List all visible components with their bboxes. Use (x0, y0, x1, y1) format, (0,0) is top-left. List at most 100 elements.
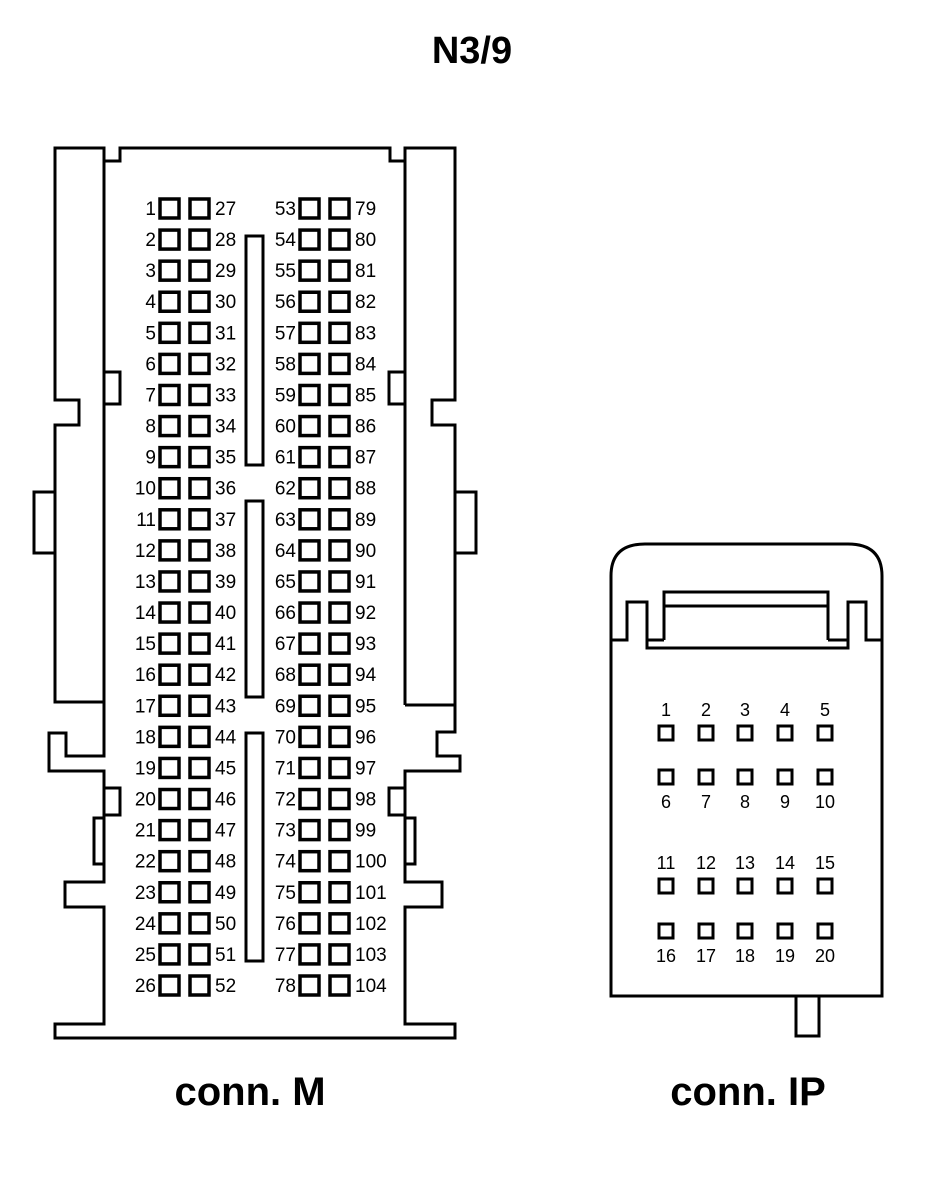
pin-ip-20 (816, 922, 834, 940)
pin-m-95 (328, 694, 351, 718)
pin-m-label-29: 29 (215, 261, 236, 282)
pin-m-60 (298, 414, 321, 438)
pin-ip-label-3: 3 (740, 700, 750, 720)
pin-m-103 (328, 943, 351, 966)
pin-m-label-56: 56 (275, 292, 296, 313)
pin-m-label-101: 101 (355, 883, 387, 904)
pin-m-label-17: 17 (135, 696, 156, 717)
connector-m-left-tab-upper (104, 370, 122, 406)
pin-m-label-60: 60 (275, 417, 296, 438)
pin-m-10 (158, 476, 181, 500)
pin-m-label-69: 69 (275, 696, 296, 717)
pin-m-label-94: 94 (355, 665, 377, 686)
pin-m-label-78: 78 (275, 976, 296, 997)
pin-m-85 (328, 383, 351, 407)
pin-m-label-18: 18 (135, 727, 156, 748)
pin-m-2 (158, 228, 181, 251)
pin-ip-label-15: 15 (815, 853, 835, 873)
pin-m-45 (188, 756, 211, 780)
pin-m-label-4: 4 (145, 292, 156, 313)
pin-m-26 (158, 974, 181, 997)
pin-m-49 (188, 881, 211, 904)
pin-m-label-80: 80 (355, 230, 376, 251)
pin-m-label-50: 50 (215, 914, 236, 935)
pin-m-77 (298, 943, 321, 966)
pin-m-22 (158, 849, 181, 873)
pin-ip-label-8: 8 (740, 792, 750, 812)
pin-m-label-59: 59 (275, 385, 296, 406)
pin-m-48 (188, 849, 211, 873)
pin-m-18 (158, 725, 181, 749)
pin-m-label-102: 102 (355, 914, 387, 935)
pin-m-label-9: 9 (145, 448, 156, 469)
connector-ip-lock-lever (662, 590, 830, 640)
connector-ip-label: conn. IP (670, 1070, 826, 1114)
pin-m-78 (298, 974, 321, 997)
pin-ip-11 (657, 877, 675, 895)
pin-m-label-14: 14 (135, 603, 157, 624)
pin-m-label-72: 72 (275, 790, 296, 811)
pin-m-label-96: 96 (355, 727, 376, 748)
pin-m-label-3: 3 (145, 261, 156, 282)
pin-m-label-65: 65 (275, 572, 296, 593)
pin-m-86 (328, 414, 351, 438)
pin-m-label-13: 13 (135, 572, 156, 593)
pin-m-73 (298, 818, 321, 842)
pin-m-label-42: 42 (215, 665, 236, 686)
pin-m-68 (298, 663, 321, 686)
pin-ip-label-9: 9 (780, 792, 790, 812)
pin-m-50 (188, 912, 211, 935)
pin-m-label-1: 1 (145, 199, 156, 220)
connector-ip-key (794, 996, 821, 1038)
pin-m-label-62: 62 (275, 479, 296, 500)
pin-m-54 (298, 228, 321, 251)
pin-m-label-103: 103 (355, 945, 387, 966)
pin-m-label-37: 37 (215, 510, 236, 531)
pin-m-28 (188, 228, 211, 251)
pin-ip-label-5: 5 (820, 700, 830, 720)
pin-m-label-81: 81 (355, 261, 376, 282)
pin-m-74 (298, 849, 321, 873)
connector-m-left-tab-lower (104, 786, 122, 817)
pin-m-58 (298, 352, 321, 376)
pin-ip-label-11: 11 (657, 853, 676, 873)
pin-m-label-91: 91 (355, 572, 376, 593)
pin-m-label-11: 11 (136, 510, 156, 531)
pin-m-62 (298, 476, 321, 500)
pin-m-label-67: 67 (275, 634, 296, 655)
pin-m-51 (188, 943, 211, 966)
pin-m-97 (328, 756, 351, 780)
pin-m-65 (298, 570, 321, 593)
connector-m-right-latch (455, 490, 478, 555)
pin-ip-4 (776, 724, 794, 742)
pin-m-label-93: 93 (355, 634, 376, 655)
pin-m-label-61: 61 (275, 448, 296, 469)
pin-m-label-8: 8 (145, 417, 156, 438)
pin-m-52 (188, 974, 211, 997)
pin-m-40 (188, 601, 211, 624)
pin-m-label-79: 79 (355, 199, 376, 220)
pin-m-30 (188, 290, 211, 313)
pin-ip-label-17: 17 (696, 946, 716, 966)
pin-m-72 (298, 787, 321, 811)
pin-ip-6 (657, 768, 675, 786)
pin-m-36 (188, 476, 211, 500)
pin-m-11 (158, 508, 181, 531)
pin-ip-16 (657, 922, 675, 940)
pin-ip-19 (776, 922, 794, 940)
pin-ip-8 (736, 768, 754, 786)
pin-m-label-26: 26 (135, 976, 156, 997)
pin-m-label-75: 75 (275, 883, 296, 904)
connector-m-left-clip (92, 816, 104, 866)
pin-m-93 (328, 632, 351, 655)
pin-m-29 (188, 259, 211, 282)
pin-ip-label-10: 10 (815, 792, 835, 812)
pin-m-label-20: 20 (135, 790, 156, 811)
pin-m-94 (328, 663, 351, 686)
pin-m-76 (298, 912, 321, 935)
pin-m-label-45: 45 (215, 758, 236, 779)
pin-m-53 (298, 197, 321, 220)
pin-m-label-99: 99 (355, 821, 376, 842)
pin-m-label-2: 2 (145, 230, 156, 251)
pin-m-label-41: 41 (215, 634, 236, 655)
